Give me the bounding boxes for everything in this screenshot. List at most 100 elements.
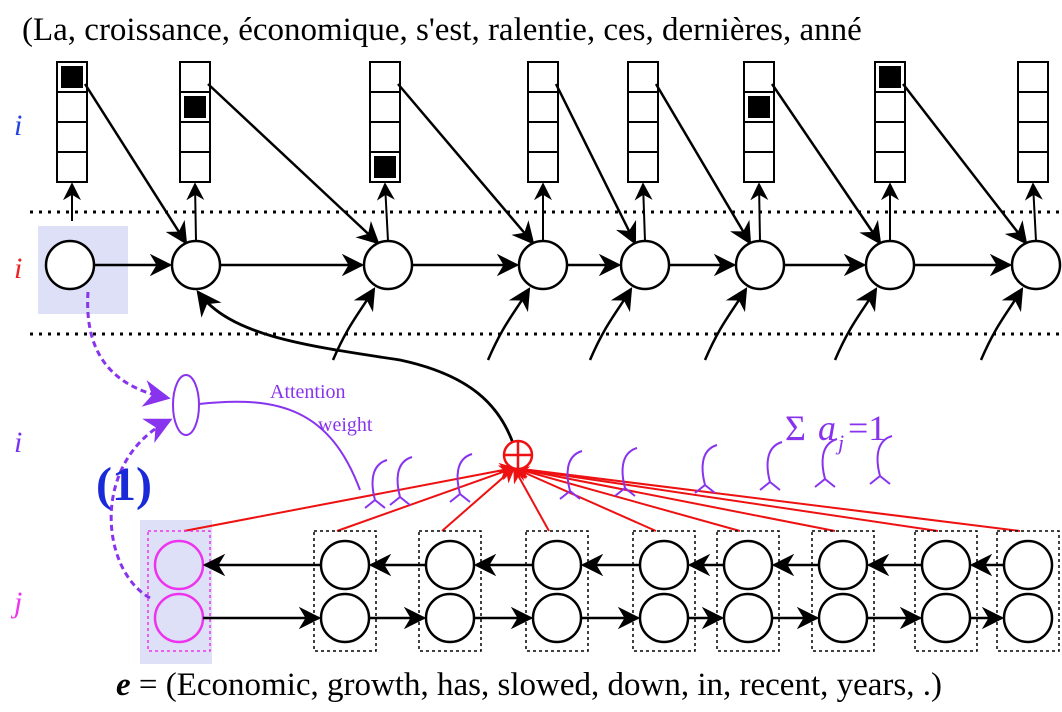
encoder-state-forward bbox=[424, 592, 476, 644]
attention-hooks bbox=[364, 435, 893, 509]
output-cell bbox=[527, 151, 559, 183]
sum-node bbox=[502, 439, 534, 471]
output-cell bbox=[1017, 91, 1049, 123]
output-cell bbox=[627, 121, 659, 153]
attention-weight-label-line2: weight bbox=[318, 414, 373, 436]
sum-formula-sigma: Σ bbox=[785, 408, 806, 448]
output-cell bbox=[627, 91, 659, 123]
output-cell bbox=[527, 91, 559, 123]
output-stack bbox=[874, 61, 906, 241]
output-stack bbox=[527, 61, 559, 241]
decoder-state bbox=[864, 239, 916, 291]
encoder-state-forward bbox=[817, 592, 869, 644]
output-cell bbox=[743, 121, 775, 153]
row-label-encoder: j bbox=[10, 586, 22, 619]
encoder-to-attention-arrow bbox=[109, 418, 173, 600]
output-cell bbox=[56, 151, 88, 183]
output-cell bbox=[56, 121, 88, 153]
output-cell bbox=[179, 121, 211, 153]
source-rest: = (Economic, growth, has, slowed, down, … bbox=[131, 667, 942, 703]
output-cell bbox=[56, 91, 88, 123]
feedback-arrow bbox=[554, 83, 637, 246]
attention-node bbox=[172, 374, 200, 436]
encoder-state-backward bbox=[319, 539, 371, 591]
encoder-state-forward bbox=[920, 592, 972, 644]
encoder-state-backward bbox=[153, 539, 205, 591]
encoder-state-forward bbox=[531, 592, 583, 644]
output-cell bbox=[527, 121, 559, 153]
encoder-state-backward bbox=[817, 539, 869, 591]
encoder-box bbox=[147, 530, 211, 652]
encoder-column bbox=[313, 530, 377, 652]
output-cell bbox=[369, 91, 401, 123]
feedback-arrow bbox=[397, 83, 535, 245]
state-to-output-arrow bbox=[634, 182, 653, 242]
state-to-output-arrow bbox=[186, 182, 205, 242]
output-stack bbox=[743, 61, 775, 242]
decoder-state bbox=[619, 239, 671, 291]
decoder-state bbox=[734, 239, 786, 291]
attention-line bbox=[512, 466, 657, 532]
output-cell bbox=[874, 91, 906, 123]
sum-formula-a: a bbox=[818, 408, 836, 448]
output-cell bbox=[1017, 121, 1049, 153]
target-sentence: (La, croissance, économique, s'est, rale… bbox=[22, 12, 862, 48]
output-cell bbox=[1017, 151, 1049, 183]
encoder-state-backward bbox=[531, 539, 583, 591]
encoder-state-backward bbox=[722, 539, 774, 591]
attention-weight-hook bbox=[869, 435, 893, 485]
attention-weight-hook bbox=[364, 459, 388, 509]
context-input-arrow bbox=[979, 287, 1024, 361]
row-label-decoder: i bbox=[14, 252, 22, 285]
feedback-arrow bbox=[770, 83, 882, 245]
attention-weight-hook bbox=[449, 453, 473, 503]
encoder-state-backward bbox=[920, 539, 972, 591]
attention-weight-hook bbox=[694, 444, 718, 494]
context-input-arrow bbox=[833, 287, 878, 361]
feedback-arrow bbox=[207, 83, 380, 245]
encoder-state-forward bbox=[722, 592, 774, 644]
state-to-output-arrow bbox=[376, 182, 395, 242]
step-label: (1) bbox=[96, 458, 152, 511]
attention-weight-hook bbox=[759, 441, 783, 491]
encoder-state-backward bbox=[424, 539, 476, 591]
output-cell bbox=[627, 61, 659, 93]
encoder-column bbox=[632, 530, 696, 652]
attention-line bbox=[512, 461, 1021, 532]
decoder-state bbox=[517, 239, 569, 291]
output-cell-active bbox=[184, 96, 206, 118]
encoder-box bbox=[716, 530, 780, 652]
output-cell-active bbox=[374, 156, 396, 178]
decoder-state bbox=[44, 239, 96, 291]
encoder-box bbox=[996, 530, 1060, 652]
output-stack bbox=[179, 61, 211, 242]
attention-line bbox=[512, 462, 939, 532]
output-cell bbox=[743, 151, 775, 183]
output-cell-active bbox=[879, 66, 901, 88]
attention-line bbox=[183, 462, 516, 532]
output-cell-active bbox=[748, 96, 770, 118]
encoder-states bbox=[147, 530, 1060, 652]
output-cell bbox=[743, 61, 775, 93]
output-stack bbox=[627, 61, 659, 242]
row-label-output: i bbox=[14, 109, 22, 142]
state-to-output-arrow bbox=[1024, 182, 1043, 242]
attention-weight-arrow bbox=[198, 400, 361, 491]
output-cell bbox=[527, 61, 559, 93]
attention-weight-label-line1: Attention bbox=[270, 381, 346, 403]
encoder-column bbox=[716, 530, 780, 652]
feedback-arrow bbox=[654, 83, 752, 245]
feedback-arrow bbox=[83, 83, 188, 245]
output-stack bbox=[56, 61, 88, 221]
encoder-column bbox=[811, 530, 875, 652]
output-cell bbox=[179, 61, 211, 93]
encoder-state-backward bbox=[1002, 539, 1054, 591]
encoder-box bbox=[525, 530, 589, 652]
context-to-decoder-arrow bbox=[196, 289, 516, 447]
sum-formula-sub: j bbox=[835, 430, 844, 455]
state-to-output-arrow bbox=[750, 182, 769, 242]
decoder-states bbox=[44, 239, 1062, 361]
encoder-box bbox=[418, 530, 482, 652]
decoder-state bbox=[1010, 239, 1062, 291]
